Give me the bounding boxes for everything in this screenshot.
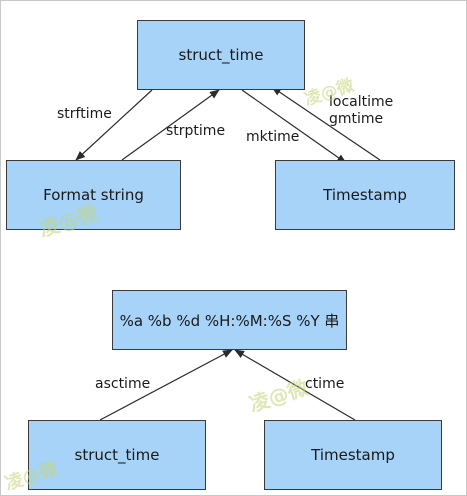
arrow-asctime — [99, 349, 233, 421]
arrow-localtime-gmtime — [271, 86, 381, 161]
edge-label-strptime: strptime — [166, 123, 226, 139]
arrow-strftime — [75, 89, 153, 161]
box-struct-time-bottom: struct_time — [28, 420, 206, 490]
box-timestamp-top: Timestamp — [275, 160, 455, 230]
edge-label-ctime: ctime — [305, 376, 345, 392]
box-format-string-label: Format string — [43, 186, 144, 204]
box-struct-time-top-label: struct_time — [178, 46, 264, 64]
edge-label-asctime: asctime — [95, 376, 151, 392]
box-timestamp-top-label: Timestamp — [323, 186, 407, 204]
arrow-strptime — [121, 89, 220, 161]
edge-label-mktime: mktime — [246, 129, 300, 145]
box-format-pattern-label: %a %b %d %H:%M:%S %Y 串 — [119, 311, 340, 330]
box-struct-time-top: struct_time — [137, 20, 305, 90]
arrow-mktime — [241, 89, 347, 164]
edge-label-localtime: localtime — [329, 94, 394, 110]
box-format-string: Format string — [6, 160, 181, 230]
box-timestamp-bottom-label: Timestamp — [311, 446, 395, 464]
edge-label-gmtime: gmtime — [329, 111, 384, 127]
arrow-ctime — [234, 349, 356, 421]
box-format-pattern: %a %b %d %H:%M:%S %Y 串 — [112, 290, 347, 350]
box-struct-time-bottom-label: struct_time — [74, 446, 160, 464]
edge-label-strftime: strftime — [57, 106, 112, 122]
box-timestamp-bottom: Timestamp — [264, 420, 442, 490]
